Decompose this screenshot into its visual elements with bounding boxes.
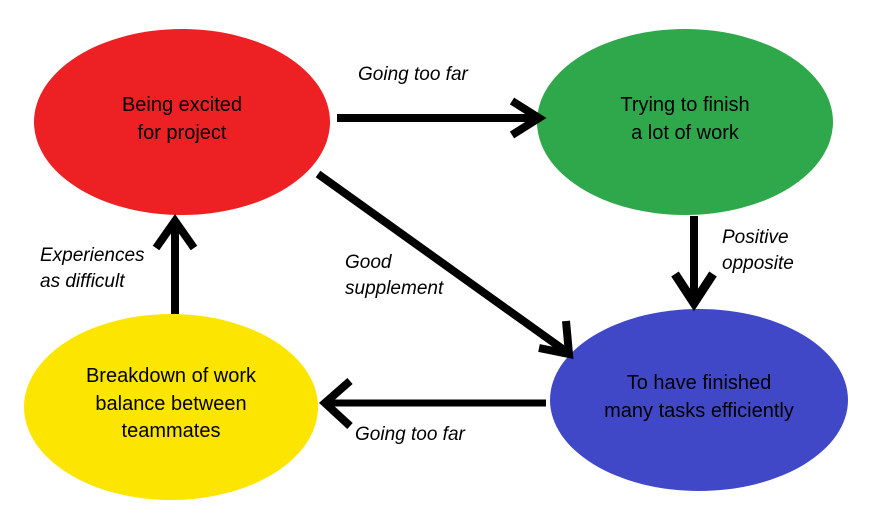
arrow-excited-to-finish-work[interactable] — [337, 97, 547, 139]
arrow-finished-tasks-to-breakdown[interactable] — [319, 377, 546, 429]
node-finish-work[interactable] — [537, 29, 833, 215]
node-breakdown[interactable] — [24, 314, 318, 500]
arrow-finish-work-to-finished-tasks[interactable] — [671, 216, 717, 312]
edge-label-breakdown-to-excited: Experiences as difficult — [40, 245, 145, 292]
node-finished-tasks[interactable] — [550, 309, 848, 491]
arrow-excited-to-finished-tasks[interactable] — [315, 170, 574, 359]
arrow-breakdown-to-excited[interactable] — [152, 214, 198, 314]
edge-label-excited-to-finished-tasks: Good supplement — [345, 252, 444, 299]
edge-label-excited-to-finish-work: Going too far — [358, 64, 468, 85]
edge-label-finished-tasks-to-breakdown: Going too far — [355, 424, 465, 445]
node-excited[interactable] — [34, 29, 330, 215]
edge-label-finish-work-to-finished-tasks: Positive opposite — [722, 227, 794, 274]
